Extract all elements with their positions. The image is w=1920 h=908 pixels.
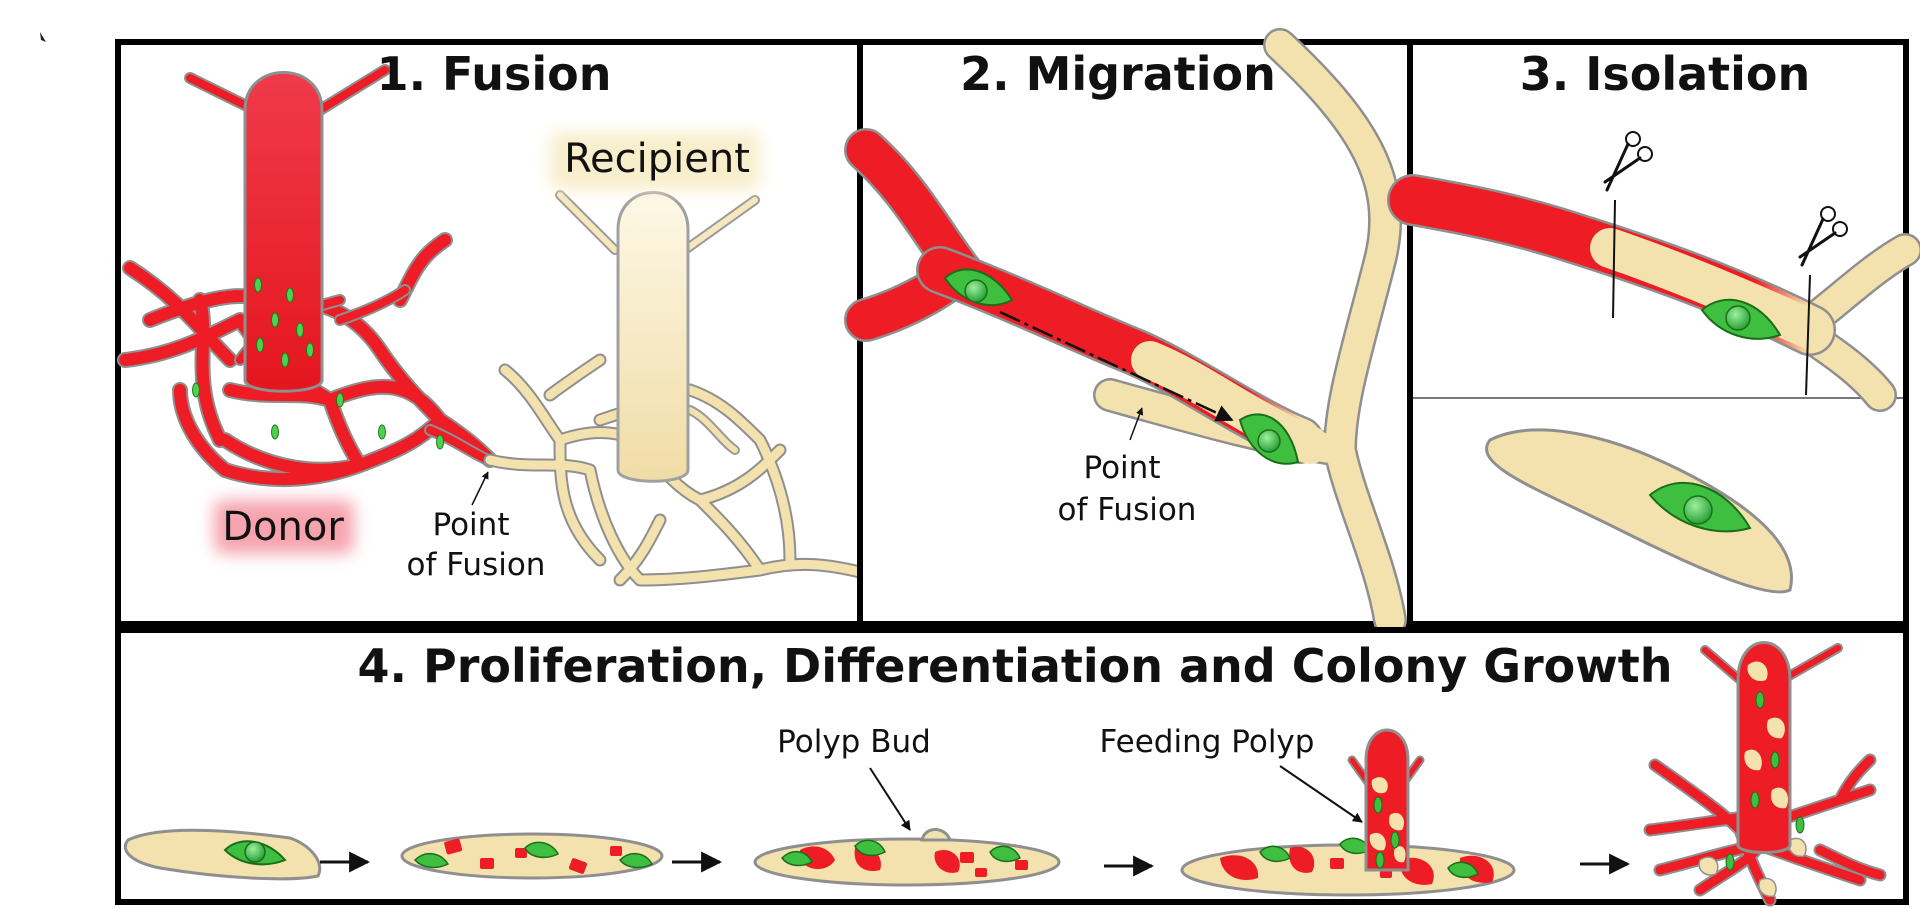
donor-label: Donor (222, 504, 344, 550)
scissors-icon (1798, 206, 1848, 396)
polyp-bud-arrow (869, 767, 911, 831)
growth-stage-1 (123, 828, 322, 881)
scissors-icon (1603, 131, 1653, 319)
migration-path-arrow (999, 310, 1234, 422)
panel-growth: Polyp Bud (115, 627, 1909, 907)
feeding-polyp-label: Feeding Polyp (1100, 724, 1315, 760)
fusion-point-label-line1: Point (433, 507, 510, 543)
migrating-cell-start (943, 268, 1014, 307)
growth-stage-3 (753, 828, 1061, 887)
growth-stage-4 (1180, 728, 1516, 897)
migration-fusion-arrow (1129, 407, 1144, 441)
donor-label-highlight (214, 500, 354, 554)
migrating-cell-end (1238, 413, 1300, 465)
isolated-fragment (1485, 428, 1793, 594)
panel-isolation-title: 3. Isolation (1520, 47, 1811, 101)
recipient-label-highlight (550, 132, 760, 190)
growth-stage-2 (400, 832, 664, 880)
polyp-bud-label: Polyp Bud (777, 724, 931, 760)
recipient-label: Recipient (564, 136, 750, 182)
migration-fusion-label-line1: Point (1084, 450, 1161, 486)
fusion-point-label-line2: of Fusion (407, 547, 546, 583)
isolation-vessel (1387, 174, 1920, 412)
panel-isolation: 3. Isolation (1387, 39, 1920, 627)
recipient-polyp (555, 190, 760, 483)
growth-stage-5 (1643, 641, 1887, 907)
fusion-point-arrow (471, 471, 489, 506)
isolation-cell-bottom (1648, 481, 1752, 533)
panel-migration: Point of Fusion 2. Migration (844, 28, 1413, 637)
feeding-polyp-arrow (1279, 765, 1363, 823)
migration-fusion-label-line2: of Fusion (1058, 492, 1197, 528)
panel-fusion-title: 1. Fusion (377, 47, 612, 101)
panel-migration-title: 2. Migration (960, 47, 1276, 101)
panel-fusion: Recipient Donor Point of Fusion 1. Fusio… (115, 39, 867, 627)
panel-growth-title: 4. Proliferation, Differentiation and Co… (357, 639, 1672, 693)
isolation-cell-top (1700, 298, 1782, 340)
donor-polyp (184, 64, 411, 393)
donor-cells (192, 277, 444, 450)
corner-mark (40, 32, 46, 42)
